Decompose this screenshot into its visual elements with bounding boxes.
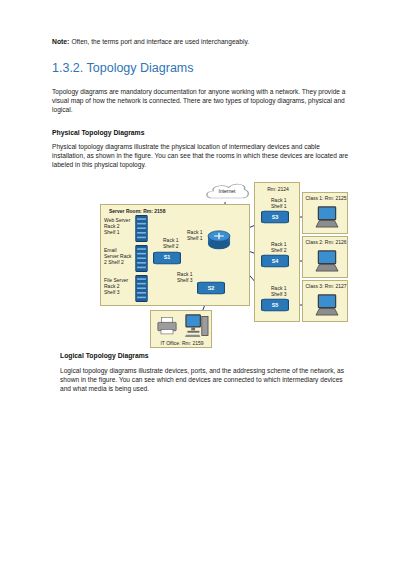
text-slot: Rack 1 Shelf 2	[271, 241, 297, 253]
node-label: Class 2: Rm: 2126	[304, 239, 348, 245]
node-label: Email Server Rack 2 Shelf 2	[104, 247, 132, 265]
room-box: IT Office: Rm: 2159	[150, 310, 212, 348]
device-name: S5	[261, 300, 289, 310]
text-slot: Rack 1 Shelf 1	[271, 197, 297, 209]
device-node: Web Server Rack 2 Shelf 1	[104, 215, 150, 243]
text-slot: Note:	[52, 38, 69, 46]
laptop-symbol	[315, 206, 339, 228]
text-slot: S3	[261, 212, 289, 222]
text-slot: Topology diagrams are mandatory document…	[52, 87, 352, 114]
pc-icon	[185, 314, 209, 338]
room-box: Server Room: Rm: 2158Web Server Rack 2 S…	[100, 204, 250, 306]
section-heading: 1.3.2. Topology Diagrams	[52, 61, 352, 76]
laptop-icon	[315, 294, 339, 316]
text-slot: Web Server Rack 2 Shelf 1	[104, 217, 132, 235]
laptop-icon	[315, 206, 339, 228]
paragraph: Topology diagrams are mandatory document…	[52, 87, 352, 114]
device-node: Rack 1 Shelf 2 S4	[259, 241, 299, 271]
device-name: S1	[153, 252, 181, 262]
text-slot: IT Office: Rm: 2159	[151, 340, 213, 346]
device-node: Rack 1 Shelf 1 S3	[259, 197, 299, 227]
node-label: Rm: 2124	[257, 186, 299, 192]
node-label: Rack 1 Shelf 3	[177, 271, 196, 283]
text-slot: Physical topology diagrams illustrate th…	[52, 142, 352, 169]
device-node: Internet	[204, 180, 250, 202]
device-node: Rack 1 Shelf 2 S1	[151, 237, 189, 267]
text-slot: Email Server Rack 2 Shelf 2	[104, 247, 132, 265]
node-label: Class 3: Rm: 2127	[304, 283, 348, 289]
router-symbol	[207, 230, 231, 250]
text-slot: 1.3.2. Topology Diagrams	[52, 61, 352, 76]
device-node: File Server Rack 2 Shelf 3	[104, 275, 150, 303]
text-slot: Rack 1 Shelf 2	[163, 237, 189, 249]
text-slot: S1	[153, 252, 181, 262]
pc-symbol	[185, 314, 209, 338]
room-box: Class 2: Rm: 2126	[302, 236, 348, 278]
server-icon	[135, 275, 148, 302]
text-slot: S5	[261, 300, 289, 310]
node-label: Server Room: Rm: 2158	[109, 208, 209, 214]
device-node: Rack 1 Shelf 3S2	[177, 271, 227, 297]
text-slot: Rack 1 Shelf 3	[177, 271, 196, 283]
server-symbol	[135, 275, 148, 302]
server-symbol	[135, 215, 148, 242]
server-icon	[135, 245, 148, 272]
text-slot: File Server Rack 2 Shelf 3	[104, 277, 132, 295]
sub-heading: Logical Topology Diagrams	[60, 352, 350, 360]
text-slot: Class 1: Rm: 2125	[304, 195, 348, 201]
text-slot: Physical Topology Diagrams	[52, 129, 352, 137]
device-name: S2	[197, 283, 225, 293]
text-slot: S2	[197, 283, 225, 293]
text-slot: Rack 1 Shelf 1	[187, 229, 206, 241]
device-node: Email Server Rack 2 Shelf 2	[104, 245, 150, 273]
text-slot: Logical topology diagrams illustrate dev…	[60, 366, 350, 393]
text-slot: Rm: 2124	[257, 186, 299, 192]
router-icon	[207, 230, 231, 250]
server-icon	[135, 215, 148, 242]
node-label: Rack 1 Shelf 3	[271, 285, 297, 297]
text-slot: Often, the terms port and interface are …	[71, 38, 249, 46]
paragraph: Physical topology diagrams illustrate th…	[52, 142, 352, 169]
printer-icon	[157, 317, 177, 335]
room-box: Rm: 2124Rack 1 Shelf 1 S3Rack 1 Shelf 2 S4…	[254, 182, 300, 322]
note-text: Often, the terms port and interface are …	[71, 38, 249, 46]
node-label: Rack 1 Shelf 1	[271, 197, 297, 209]
printer-symbol	[157, 317, 177, 335]
device-name: S3	[261, 212, 289, 222]
room-box: Class 3: Rm: 2127	[302, 280, 348, 322]
node-label: Web Server Rack 2 Shelf 1	[104, 217, 132, 235]
text-slot: Internet	[204, 188, 250, 194]
device-node: Rack 1 Shelf 3 S5	[259, 285, 299, 315]
node-label: Class 1: Rm: 2125	[304, 195, 348, 201]
node-label: Rack 1 Shelf 2	[271, 241, 297, 253]
text-slot: Server Room: Rm: 2158	[109, 208, 209, 214]
laptop-symbol	[315, 294, 339, 316]
device-node: Rack 1 Shelf 1	[187, 229, 231, 255]
text-slot: S4	[261, 256, 289, 266]
node-label: Rack 1 Shelf 1	[187, 229, 206, 241]
laptop-icon	[315, 250, 339, 272]
server-symbol	[135, 245, 148, 272]
text-slot: Class 3: Rm: 2127	[304, 283, 348, 289]
room-box: Class 1: Rm: 2125	[302, 192, 348, 234]
node-label: Rack 1 Shelf 2	[163, 237, 189, 249]
sub-heading: Physical Topology Diagrams	[52, 129, 352, 137]
device-name: S4	[261, 256, 289, 266]
laptop-symbol	[315, 250, 339, 272]
text-slot: Logical Topology Diagrams	[60, 352, 350, 360]
node-label: Internet	[204, 188, 250, 194]
node-label: IT Office: Rm: 2159	[151, 340, 213, 346]
node-label: File Server Rack 2 Shelf 3	[104, 277, 132, 295]
text-slot: Class 2: Rm: 2126	[304, 239, 348, 245]
text-slot: Rack 1 Shelf 3	[271, 285, 297, 297]
paragraph: Logical topology diagrams illustrate dev…	[60, 366, 350, 393]
note-label: Note:	[52, 38, 69, 46]
